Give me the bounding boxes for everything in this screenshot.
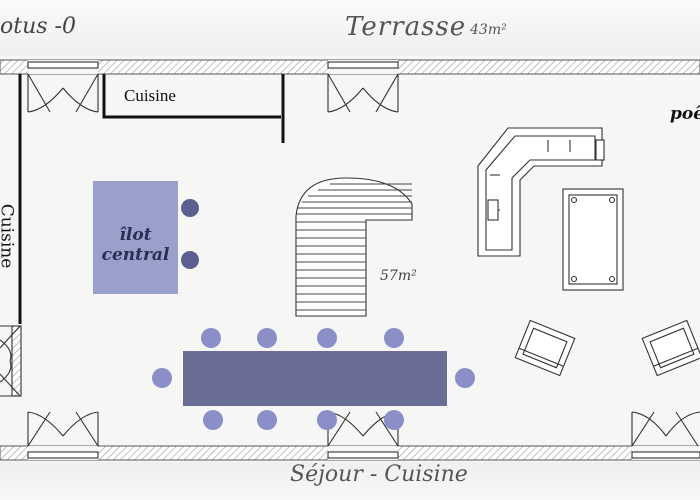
cuisine-walls (102, 74, 285, 143)
ilot-stool (181, 251, 199, 269)
door-top-left (27, 61, 99, 113)
ilot-label-line2: central (101, 245, 170, 265)
terrasse-label: Terrasse (345, 12, 467, 42)
logo-text: otus -0 (0, 14, 76, 39)
top-band (0, 0, 700, 56)
ilot-label-line1: îlot (119, 225, 152, 245)
main-area-label: 57m² (380, 268, 417, 284)
terrasse-area: 43m² (470, 22, 507, 38)
coffee-table (562, 188, 624, 291)
armchair-left (514, 319, 576, 377)
dining-chairs (152, 328, 475, 430)
corner-sofa (477, 127, 605, 257)
bottom-band (0, 462, 700, 500)
footer-title: Séjour - Cuisine (290, 462, 468, 487)
dining-table (183, 351, 447, 406)
door-left-side (0, 325, 22, 397)
ilot-label: îlot central (93, 225, 178, 265)
ilot-central (93, 181, 178, 294)
door-bottom-left (27, 411, 99, 459)
door-bottom-right (631, 411, 700, 459)
ilot-stool (181, 199, 199, 217)
armchair-right (641, 319, 700, 377)
side-room-label: Cuisine (0, 203, 17, 269)
door-top-terrasse (327, 61, 399, 113)
poele-label: poêle (670, 104, 700, 124)
cuisine-label: Cuisine (124, 86, 176, 105)
staircase (295, 177, 413, 317)
